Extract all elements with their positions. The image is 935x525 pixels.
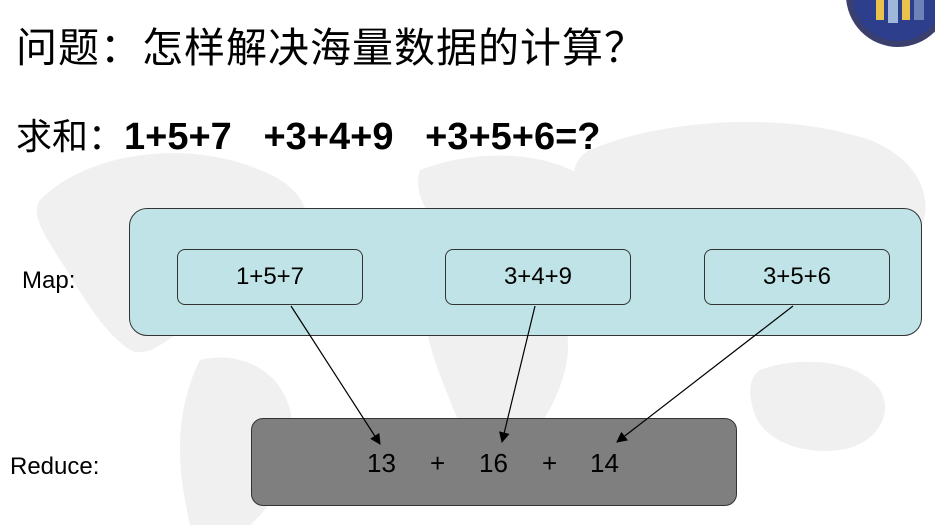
map-item-3: 3+5+6	[704, 249, 890, 305]
map-item-2: 3+4+9	[445, 249, 631, 305]
reduce-value-3: 14	[590, 448, 619, 478]
map-label: Map:	[22, 267, 76, 294]
map-item-1: 1+5+7	[177, 249, 363, 305]
sum-label: 求和：	[16, 117, 125, 158]
reduce-value-1: 13	[367, 448, 396, 478]
page-title: 问题：怎样解决海量数据的计算？	[16, 24, 646, 72]
sum-line: 求和：1+5+7 +3+4+9 +3+5+6=?	[16, 108, 601, 160]
reduce-label: Reduce:	[10, 453, 100, 480]
map-item-3-text: 3+5+6	[762, 263, 832, 290]
sum-expression: 1+5+7 +3+4+9 +3+5+6=?	[124, 116, 601, 158]
corner-logo-icon	[846, 0, 935, 47]
map-item-2-text: 3+4+9	[503, 263, 573, 290]
map-item-1-text: 1+5+7	[235, 263, 305, 290]
reduce-operator-2: +	[542, 448, 558, 478]
reduce-operator-1: +	[430, 448, 446, 478]
reduce-value-2: 16	[479, 448, 508, 478]
